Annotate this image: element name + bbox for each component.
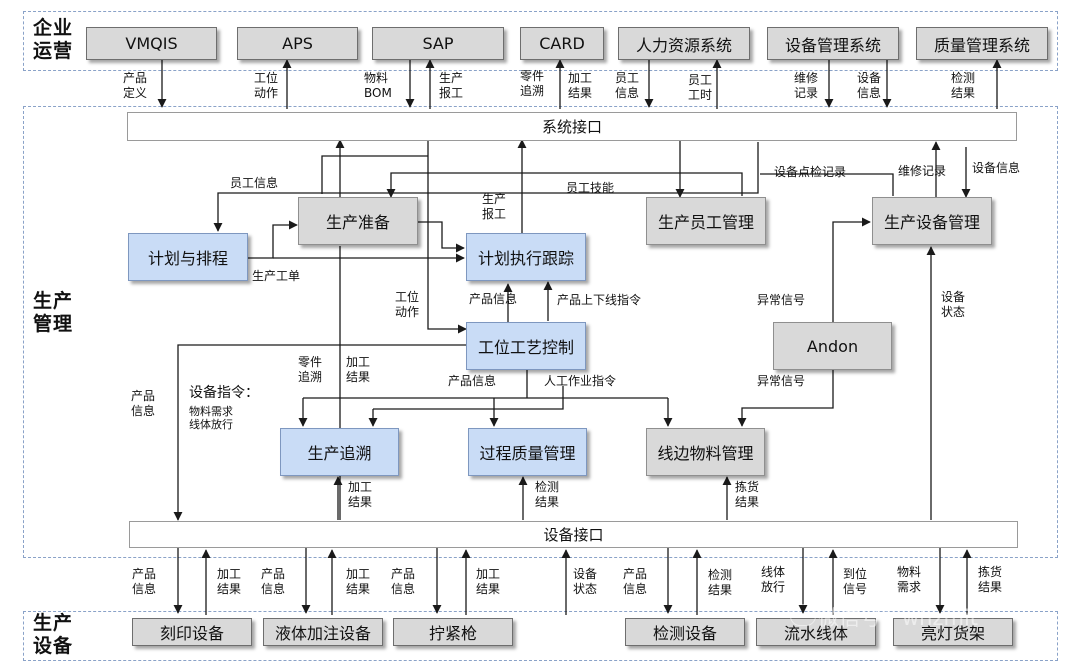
system-quality: 质量管理系统 (916, 27, 1048, 60)
label-parts-trace-top: 零件追溯 (520, 69, 545, 98)
station-process-control: 工位工艺控制 (466, 322, 586, 370)
label-material-need: 物料需求 (897, 565, 922, 594)
process-quality-management: 过程质量管理 (468, 428, 587, 476)
label-equip-status-bottom: 设备状态 (573, 567, 598, 596)
label-trace-process-result: 加工结果 (348, 480, 373, 509)
equipment-zone (23, 611, 1058, 661)
system-hr: 人力资源系统 (618, 27, 750, 60)
label-product-info-3: 产品信息 (391, 567, 416, 596)
label-process-result-3: 加工结果 (476, 567, 501, 596)
label-staff-info: 员工信息 (230, 176, 279, 190)
label-pick-result-bottom: 拣货结果 (978, 565, 1003, 594)
label-equip-command-detail: 物料需求线体放行 (189, 405, 233, 431)
label-process-result-2: 加工结果 (346, 567, 371, 596)
label-repair-record-top: 维修记录 (794, 71, 819, 100)
staff-management: 生产员工管理 (646, 197, 766, 245)
device-interface-bar: 设备接口 (129, 521, 1018, 548)
andon: Andon (773, 322, 892, 370)
label-product-info-2: 产品信息 (261, 567, 286, 596)
production-prep: 生产准备 (298, 197, 418, 245)
label-product-info-left: 产品信息 (131, 389, 156, 418)
label-inspect-result-bottom: 检测结果 (708, 568, 733, 597)
label-manual-work-command: 人工作业指令 (544, 374, 617, 388)
production-traceability: 生产追溯 (280, 428, 399, 476)
label-work-order: 生产工单 (252, 269, 301, 283)
label-product-info-1: 产品信息 (132, 567, 157, 596)
production-zone-label: 生产管理 (33, 290, 74, 335)
system-vmqis: VMQIS (86, 27, 217, 60)
label-station-action-top: 工位动作 (254, 71, 279, 100)
label-report-top: 生产报工 (439, 71, 464, 100)
planning-scheduling: 计划与排程 (128, 233, 248, 281)
label-equip-info: 设备信息 (972, 161, 1021, 175)
label-abnormal-signal-a: 异常信号 (757, 293, 806, 307)
label-equip-command: 设备指令： (189, 385, 259, 401)
label-staff-skill: 员工技能 (566, 181, 615, 195)
wechat-icon (790, 604, 816, 626)
device-tightening-gun: 拧紧枪 (393, 618, 513, 646)
system-sap: SAP (372, 27, 504, 60)
label-parts-trace: 零件追溯 (298, 355, 323, 384)
device-pick-to-light-shelf: 亮灯货架 (893, 618, 1013, 646)
label-arrival-signal: 到位信号 (843, 567, 868, 596)
label-process-result: 加工结果 (346, 355, 371, 384)
label-station-action: 工位动作 (395, 290, 420, 319)
label-equip-info-top: 设备信息 (857, 71, 882, 100)
system-aps: APS (237, 27, 358, 60)
label-equip-status: 设备状态 (941, 290, 966, 319)
plan-execution-tracking: 计划执行跟踪 (466, 233, 586, 281)
lineside-material-management: 线边物料管理 (646, 428, 765, 476)
label-product-definition: 产品定义 (123, 71, 148, 100)
label-check-record: 设备点检记录 (774, 165, 847, 179)
label-product-info-4: 产品信息 (623, 567, 648, 596)
label-repair-record: 维修记录 (898, 164, 947, 178)
production-zone (23, 106, 1058, 558)
label-line-command: 产品上下线指令 (557, 293, 642, 307)
enterprise-zone (23, 11, 1058, 71)
system-interface-bar: 系统接口 (127, 112, 1017, 141)
label-line-release: 线体放行 (761, 565, 786, 594)
label-process-result-top: 加工结果 (568, 71, 593, 100)
label-abnormal-signal-b: 异常信号 (757, 374, 806, 388)
device-marking: 刻印设备 (132, 618, 252, 646)
system-equipment: 设备管理系统 (767, 27, 899, 60)
label-product-info-b: 产品信息 (448, 374, 497, 388)
label-inspect-result-top: 检测结果 (951, 71, 976, 100)
label-staff-info-top: 员工信息 (615, 71, 640, 100)
device-liquid-filling: 液体加注设备 (263, 618, 383, 646)
label-staff-hours: 员工工时 (688, 73, 713, 102)
label-pick-result: 拣货结果 (735, 480, 760, 509)
device-inspection: 检测设备 (625, 618, 745, 646)
device-conveyor-line: 流水线体 (756, 618, 876, 646)
enterprise-zone-label: 企业运营 (33, 17, 74, 62)
label-product-info-a: 产品信息 (469, 292, 518, 306)
system-card: CARD (520, 27, 604, 60)
label-report: 生产报工 (482, 192, 507, 221)
label-inspect-result: 检测结果 (535, 480, 560, 509)
label-process-result-1: 加工结果 (217, 567, 242, 596)
equipment-zone-label: 生产设备 (33, 612, 74, 657)
watermark: 微信号：whzmit (818, 606, 979, 630)
equipment-management: 生产设备管理 (872, 197, 992, 245)
